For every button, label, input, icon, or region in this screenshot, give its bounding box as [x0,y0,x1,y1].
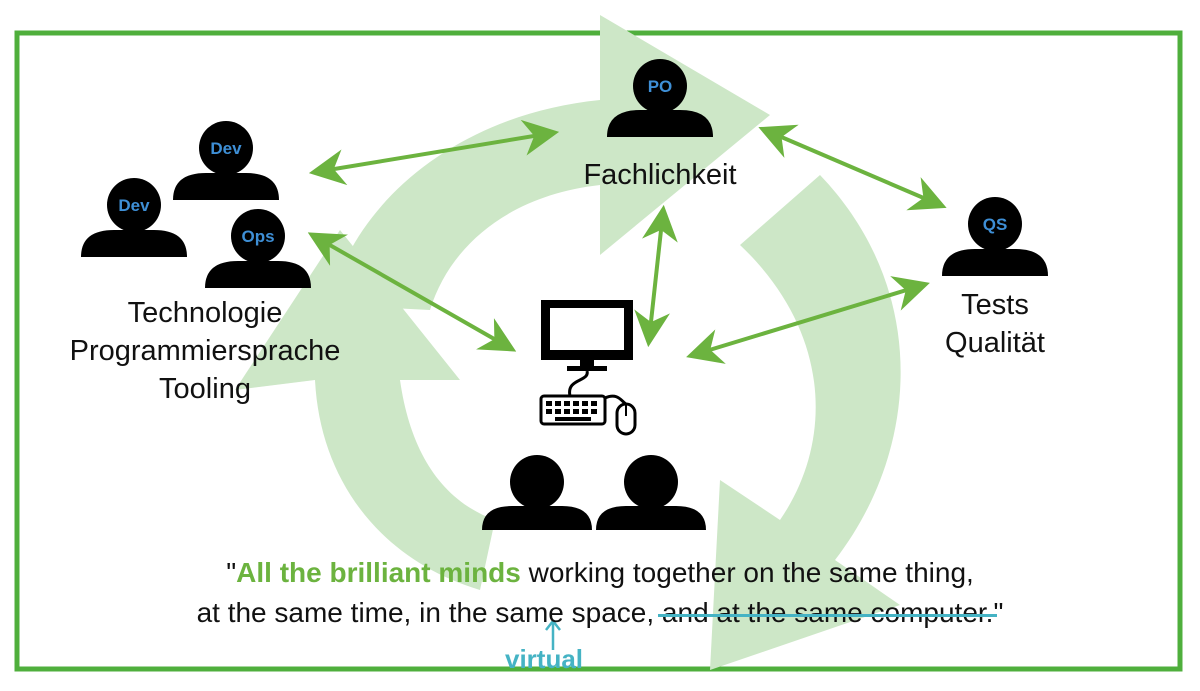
correction-arrow [545,618,561,650]
person-qs: QS [942,197,1048,276]
quote-correction: virtual [505,644,584,674]
person-po: PO [607,59,713,137]
person-dev-top: Dev [173,121,279,200]
label-technology-group: Technologie Programmiersprache Tooling [35,296,375,406]
quote-highlight: All the brilliant minds [236,557,521,588]
label-fachlichkeit: Fachlichkeit [583,159,737,191]
double-arrow-icon [758,124,947,211]
double-arrow-icon [686,276,930,364]
connectors [307,119,947,364]
role-badge-ops: Ops [241,227,274,246]
keyboard-icon [539,394,607,426]
label-tests: Tests [961,289,1029,321]
frame-border [14,30,1183,672]
role-badge-qs: QS [983,215,1008,234]
quote-line-1: "All the brilliant minds working togethe… [0,556,1200,590]
person-pair [482,455,706,530]
label-programmiersprache: Programmiersprache [69,335,341,367]
person-dev-left: Dev [81,178,187,257]
label-technologie: Technologie [127,297,283,329]
quote-line1-rest: working together on the same thing, [520,557,974,588]
quote-close-mark: " [993,597,1004,628]
person-ops: Ops [205,209,311,288]
mouse-icon [604,394,637,436]
role-badge-dev-top: Dev [210,139,242,158]
quote-line2-text: at the same time, in the same space, [196,597,662,628]
double-arrow-icon [634,204,678,348]
double-arrow-icon [307,232,517,352]
label-tests-group: Tests Qualität [905,288,1085,360]
quote-open-mark: " [226,557,237,588]
quote-struck-text: and at the same computer. [657,597,997,628]
role-badge-dev-left: Dev [118,196,150,215]
role-badge-po: PO [648,77,673,96]
label-qualitaet: Qualität [945,327,1045,359]
double-arrow-icon [308,119,560,186]
computer-monitor-icon [541,300,633,397]
label-tooling: Tooling [159,373,251,405]
quote-line-2: at the same time, in the same space, and… [0,596,1200,630]
